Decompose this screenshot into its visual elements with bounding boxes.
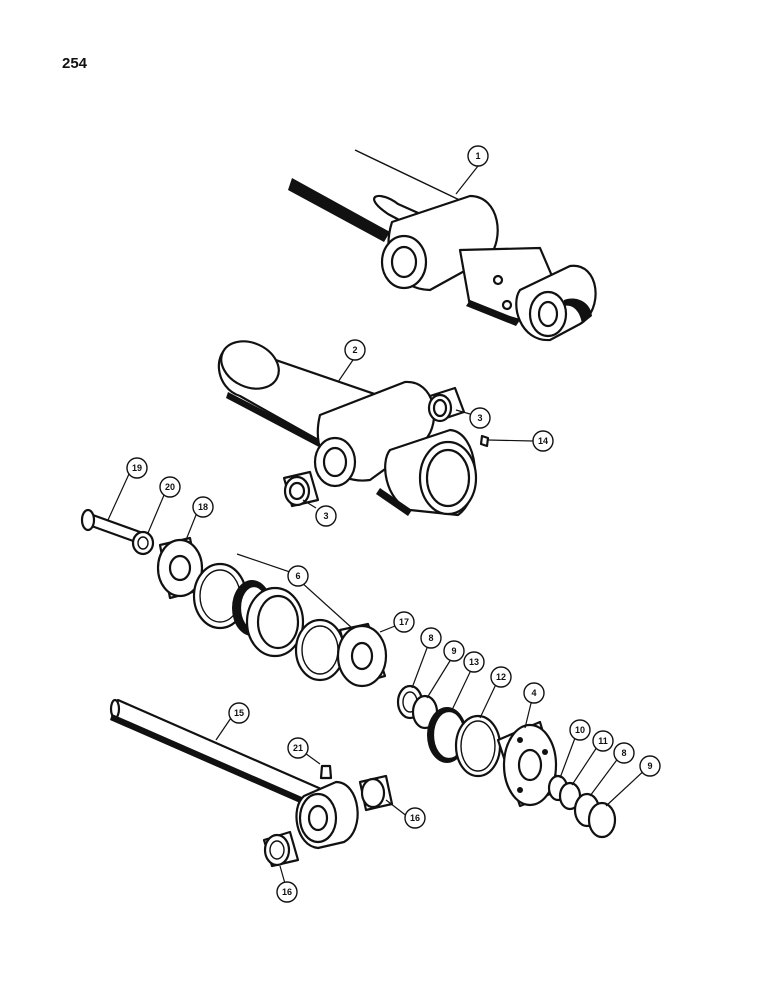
grease-fitting-21 — [319, 764, 333, 780]
seal-kit-6 — [192, 562, 346, 682]
callout-9-left: 9 — [443, 640, 465, 662]
svg-text:16: 16 — [410, 813, 420, 823]
assembled-cylinder — [288, 149, 597, 342]
svg-text:19: 19 — [132, 463, 142, 473]
svg-text:6: 6 — [295, 571, 300, 581]
callout-16-upper: 16 — [404, 807, 426, 829]
gland-4 — [496, 720, 562, 808]
svg-text:21: 21 — [293, 743, 303, 753]
svg-text:9: 9 — [451, 646, 456, 656]
washer-20 — [131, 530, 155, 556]
svg-text:3: 3 — [477, 413, 482, 423]
bushing-16-upper — [358, 774, 394, 812]
callout-13: 13 — [463, 651, 485, 673]
svg-text:8: 8 — [428, 633, 433, 643]
o-ring-9-right — [587, 801, 617, 839]
nut-18 — [156, 536, 204, 600]
svg-text:13: 13 — [469, 657, 479, 667]
callout-6: 6 — [287, 565, 309, 587]
page-number: 254 — [62, 55, 88, 72]
callout-8-right: 8 — [613, 742, 635, 764]
svg-text:8: 8 — [621, 748, 626, 758]
backup-ring-12 — [454, 714, 502, 778]
callout-11: 11 — [592, 730, 614, 752]
callout-4: 4 — [523, 682, 545, 704]
callout-17: 17 — [393, 611, 415, 633]
svg-text:12: 12 — [496, 672, 506, 682]
callout-1: 1 — [467, 145, 489, 167]
bushing-lower — [282, 470, 320, 508]
callout-18: 18 — [192, 496, 214, 518]
svg-text:17: 17 — [399, 617, 409, 627]
cylinder-barrel — [217, 340, 478, 517]
callout-2: 2 — [344, 339, 366, 361]
piston-rod-15 — [109, 698, 359, 850]
svg-text:18: 18 — [198, 502, 208, 512]
svg-text:3: 3 — [323, 511, 328, 521]
svg-text:16: 16 — [282, 887, 292, 897]
svg-text:1: 1 — [475, 151, 480, 161]
svg-text:2: 2 — [352, 345, 357, 355]
callout-3-upper: 3 — [469, 407, 491, 429]
svg-text:15: 15 — [234, 708, 244, 718]
callout-16-lower: 16 — [276, 881, 298, 903]
callout-9-right: 9 — [639, 755, 661, 777]
svg-text:4: 4 — [531, 688, 536, 698]
grease-fitting-14 — [479, 434, 490, 448]
svg-text:14: 14 — [538, 436, 548, 446]
callout-10: 10 — [569, 719, 591, 741]
callout-14: 14 — [532, 430, 554, 452]
svg-text:9: 9 — [647, 761, 652, 771]
callout-21: 21 — [287, 737, 309, 759]
callout-8-left: 8 — [420, 627, 442, 649]
svg-text:11: 11 — [598, 736, 608, 746]
svg-text:10: 10 — [575, 725, 585, 735]
bushing-upper — [427, 386, 466, 423]
callout-19: 19 — [126, 457, 148, 479]
piston-17 — [336, 622, 388, 688]
callout-12: 12 — [490, 666, 512, 688]
callout-20: 20 — [159, 476, 181, 498]
callout-15: 15 — [228, 702, 250, 724]
bushing-16-lower — [262, 830, 300, 868]
callout-3-lower: 3 — [315, 505, 337, 527]
svg-text:20: 20 — [165, 482, 175, 492]
